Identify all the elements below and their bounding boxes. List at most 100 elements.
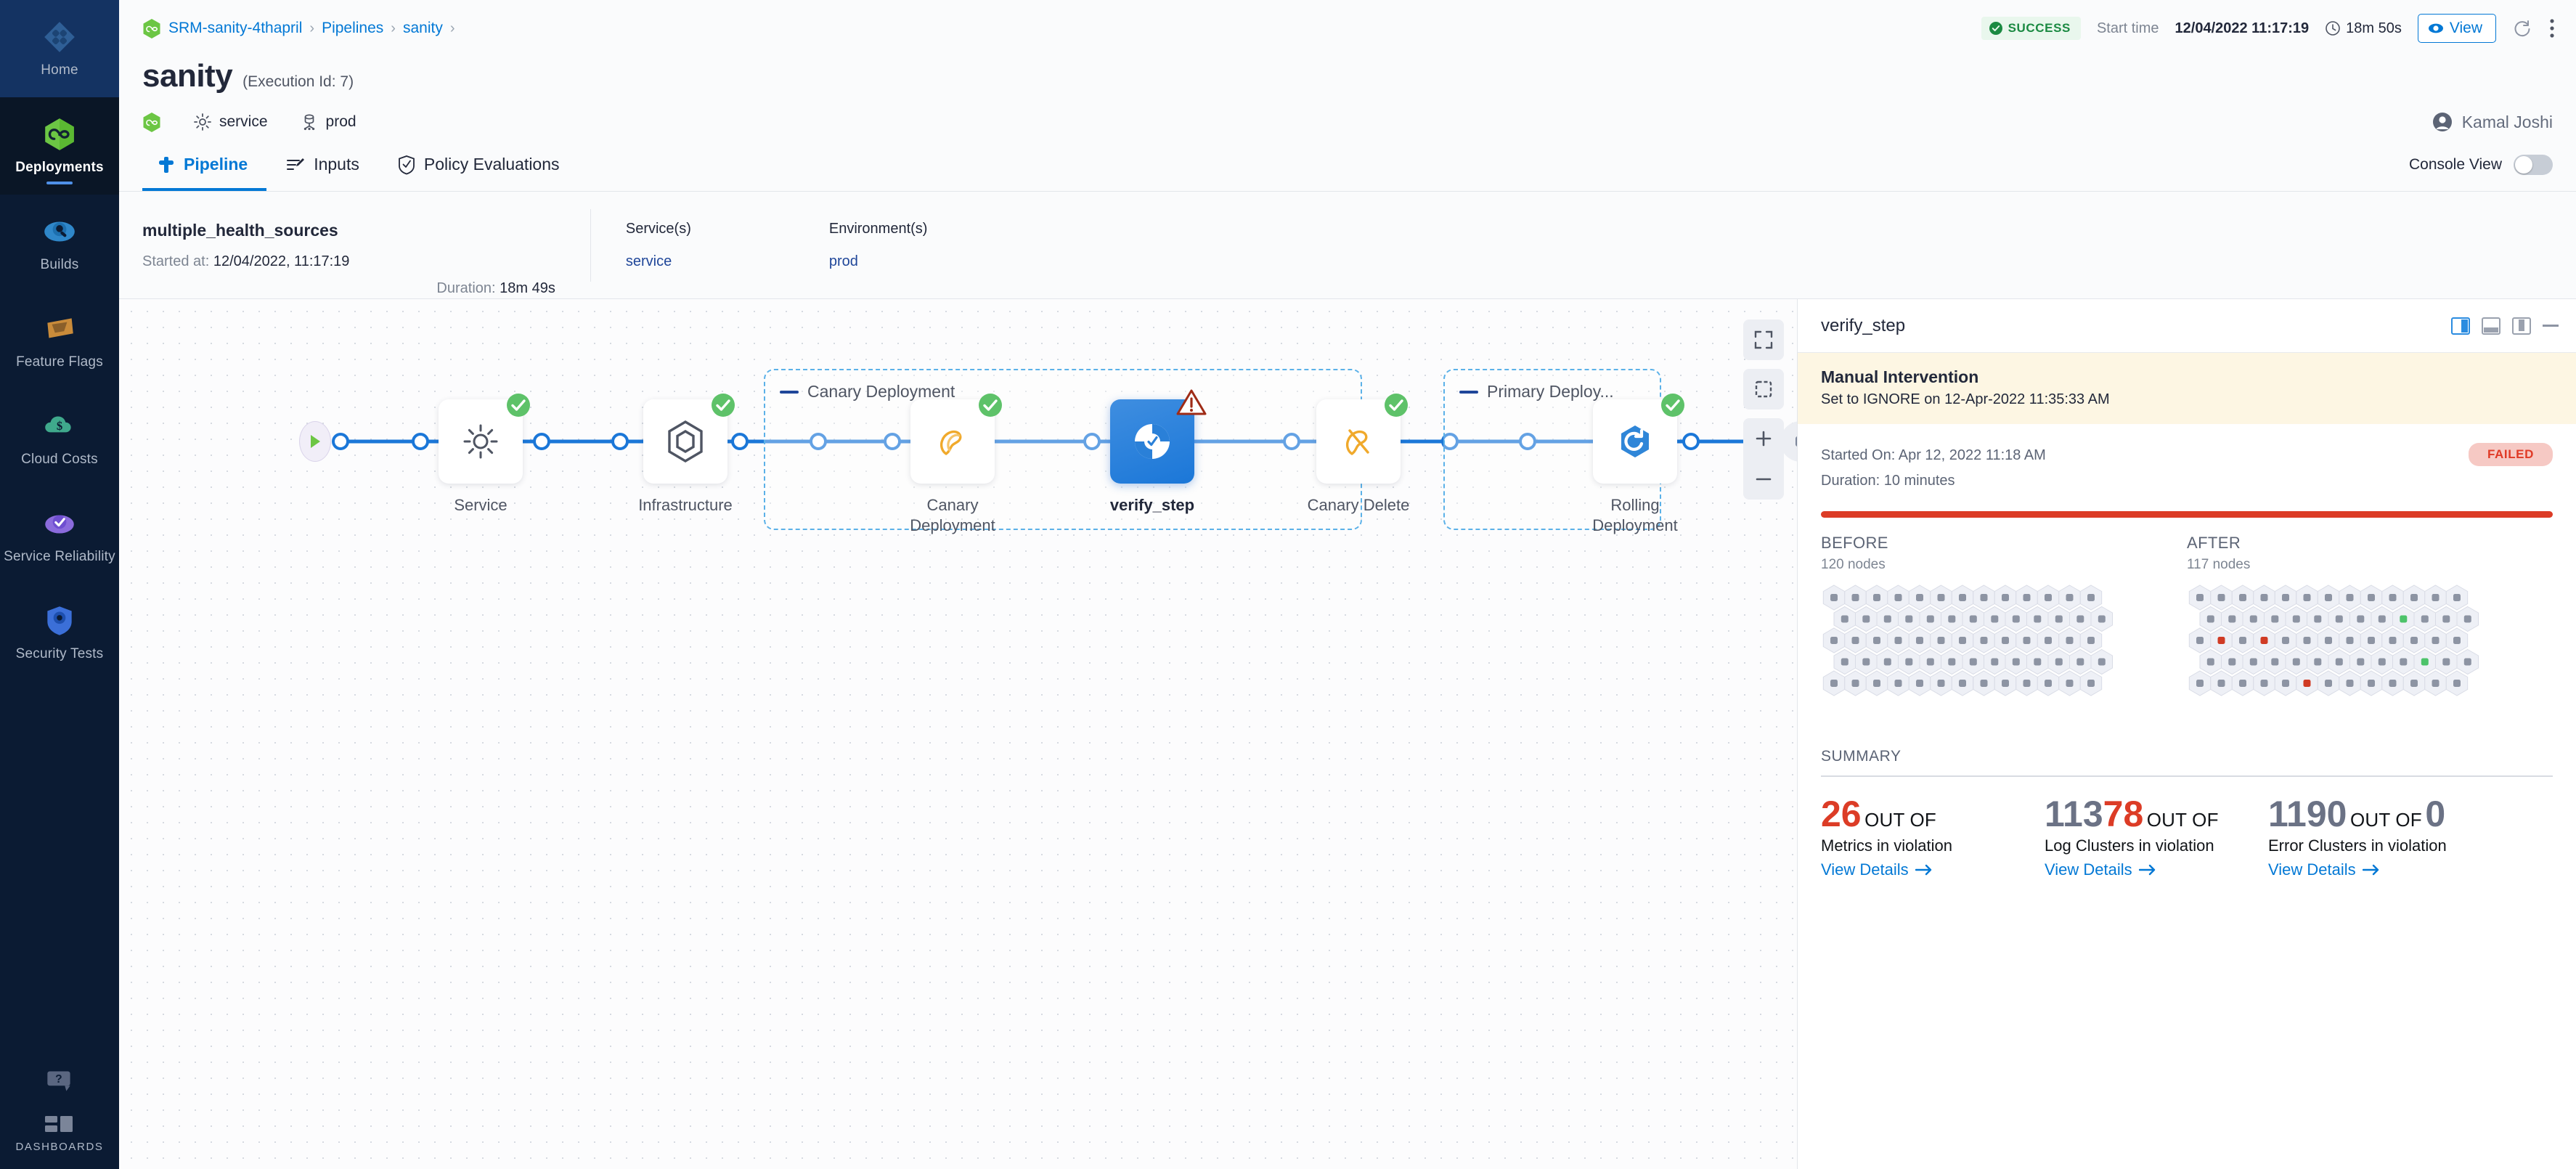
toggle-knob [2515, 155, 2532, 174]
header-service-label: service [219, 113, 268, 130]
minimize-icon[interactable] [2543, 325, 2559, 327]
verify-icon [1135, 424, 1170, 459]
service-reliability-icon [45, 515, 74, 534]
fullscreen-icon[interactable] [1743, 319, 1784, 360]
node-status-dot [2282, 680, 2289, 687]
node-box[interactable] [1316, 394, 1408, 484]
pipeline-node-canary-deployment[interactable]: Canary Deployment [887, 394, 1018, 535]
title-row: sanity (Execution Id: 7) [142, 58, 2553, 94]
console-view-toggle[interactable] [2514, 154, 2553, 175]
node-status-dot [2368, 637, 2375, 644]
node-box[interactable] [643, 394, 735, 484]
node-status-dot [2432, 680, 2440, 687]
summary-out-of: OUT OF [2349, 809, 2422, 831]
summary-view-details-link[interactable]: View Details [1821, 860, 1933, 879]
pipeline-end-node[interactable] [1780, 421, 1797, 462]
more-vertical-icon[interactable] [2548, 17, 2556, 39]
sidebar-item-help[interactable]: ? [0, 1048, 119, 1113]
summary-view-details-link[interactable]: View Details [2045, 860, 2156, 879]
environment-icon [303, 114, 314, 131]
sidebar-item-deployments[interactable]: Deployments [0, 97, 119, 195]
success-badge-icon [1661, 394, 1684, 417]
node-box[interactable] [1110, 389, 1207, 484]
policy-shield-icon [398, 155, 415, 174]
clock-icon [2326, 21, 2340, 36]
execution-summary-strip: multiple_health_sources Started at: 12/0… [119, 192, 2576, 299]
collapse-dash-icon [780, 390, 799, 394]
sidebar-dashboards[interactable]: DASHBOARDS [15, 1113, 103, 1169]
node-status-dot [2282, 637, 2289, 644]
view-button[interactable]: View [2417, 14, 2496, 43]
link-label: View Details [1821, 860, 1909, 879]
refresh-icon[interactable] [2512, 18, 2532, 38]
link-label: View Details [2045, 860, 2132, 879]
sidebar-item-feature-flags[interactable]: Feature Flags [0, 292, 119, 389]
layout-right-icon[interactable] [2451, 317, 2470, 335]
node-status-dot [2217, 594, 2225, 601]
tab-inputs[interactable]: Inputs [266, 138, 378, 191]
node-status-dot [2206, 658, 2214, 666]
pipeline-canvas[interactable]: Canary Deployment Primary Deploy... [119, 299, 1798, 1169]
node-status-dot [1905, 658, 1913, 666]
node-status-dot [2325, 680, 2332, 687]
node-box[interactable] [439, 394, 530, 484]
environments-value[interactable]: prod [828, 253, 858, 269]
node-status-dot [2335, 658, 2343, 666]
layout-float-icon[interactable] [2512, 317, 2531, 335]
pipeline-node-verify-step[interactable]: verify_step [1087, 389, 1218, 516]
breadcrumb-item-sanity[interactable]: sanity [402, 20, 443, 36]
feature-flags-icon [47, 318, 73, 338]
node-status-dot [2368, 594, 2375, 601]
user-chip[interactable]: Kamal Joshi [2432, 111, 2553, 133]
sidebar-item-security-tests[interactable]: Security Tests [0, 584, 119, 681]
group-canary-deployment[interactable]: Canary Deployment [764, 369, 1362, 530]
summary-view-details-link[interactable]: View Details [2268, 860, 2380, 879]
node-status-dot [1894, 637, 1902, 644]
node-box[interactable] [910, 394, 1002, 484]
node-status-dot [2076, 615, 2084, 623]
node-status-dot [2410, 594, 2418, 601]
node-status-dot [1969, 615, 1977, 623]
tab-pipeline[interactable]: Pipeline [142, 138, 267, 191]
page-header: sanity (Execution Id: 7) service [119, 57, 2576, 138]
pipeline-node-canary-delete[interactable]: Canary Delete [1293, 394, 1424, 516]
node-status-dot [1873, 637, 1880, 644]
pipeline-node-service[interactable]: Service [415, 394, 546, 516]
builds-icon [44, 221, 75, 242]
node-status-dot [1980, 637, 1988, 644]
node-status-dot [2432, 594, 2440, 601]
pipeline-node-infrastructure[interactable]: Infrastructure [620, 394, 751, 516]
node-status-dot [2303, 594, 2311, 601]
zoom-out-icon[interactable] [1743, 459, 1784, 500]
sidebar-item-builds[interactable]: Builds [0, 195, 119, 292]
zoom-in-icon[interactable] [1743, 418, 1784, 459]
layout-bottom-icon[interactable] [2482, 317, 2500, 335]
node-status-dot [1959, 637, 1966, 644]
breadcrumb-item-pipelines[interactable]: Pipelines [322, 20, 384, 36]
pipeline-node-rolling-deployment[interactable]: Rolling Deployment [1570, 394, 1700, 535]
fit-icon[interactable] [1743, 369, 1784, 410]
sidebar-item-label: Security Tests [15, 646, 104, 662]
node-status-dot [2335, 615, 2343, 623]
stage-started-at: Started at: 12/04/2022, 11:17:19 [142, 253, 349, 270]
node-status-dot [2271, 658, 2279, 666]
node-status-dot [2389, 594, 2397, 601]
success-badge-icon [1385, 394, 1408, 417]
node-status-dot [2463, 658, 2471, 666]
node-status-dot [2389, 680, 2397, 687]
sidebar-item-cloud-costs[interactable]: $ Cloud Costs [0, 389, 119, 486]
duration-label: Duration: [436, 280, 496, 296]
before-node-grid[interactable] [1821, 584, 2162, 722]
node-status-dot [1883, 615, 1891, 623]
sidebar-item-service-reliability[interactable]: Service Reliability [0, 486, 119, 584]
sidebar-item-home[interactable]: Home [0, 0, 119, 97]
tab-policy-evaluations[interactable]: Policy Evaluations [378, 138, 579, 191]
summary-label: SUMMARY [1821, 748, 1902, 765]
services-value[interactable]: service [625, 253, 672, 269]
node-status-dot [2045, 637, 2052, 644]
after-node-grid[interactable] [2187, 584, 2528, 722]
node-box[interactable] [1593, 394, 1684, 484]
breadcrumb-item-project[interactable]: SRM-sanity-4thapril [168, 20, 303, 36]
notice-subtitle: Set to IGNORE on 12-Apr-2022 11:35:33 AM [1821, 391, 2110, 407]
pipeline-start-node[interactable] [299, 421, 331, 462]
